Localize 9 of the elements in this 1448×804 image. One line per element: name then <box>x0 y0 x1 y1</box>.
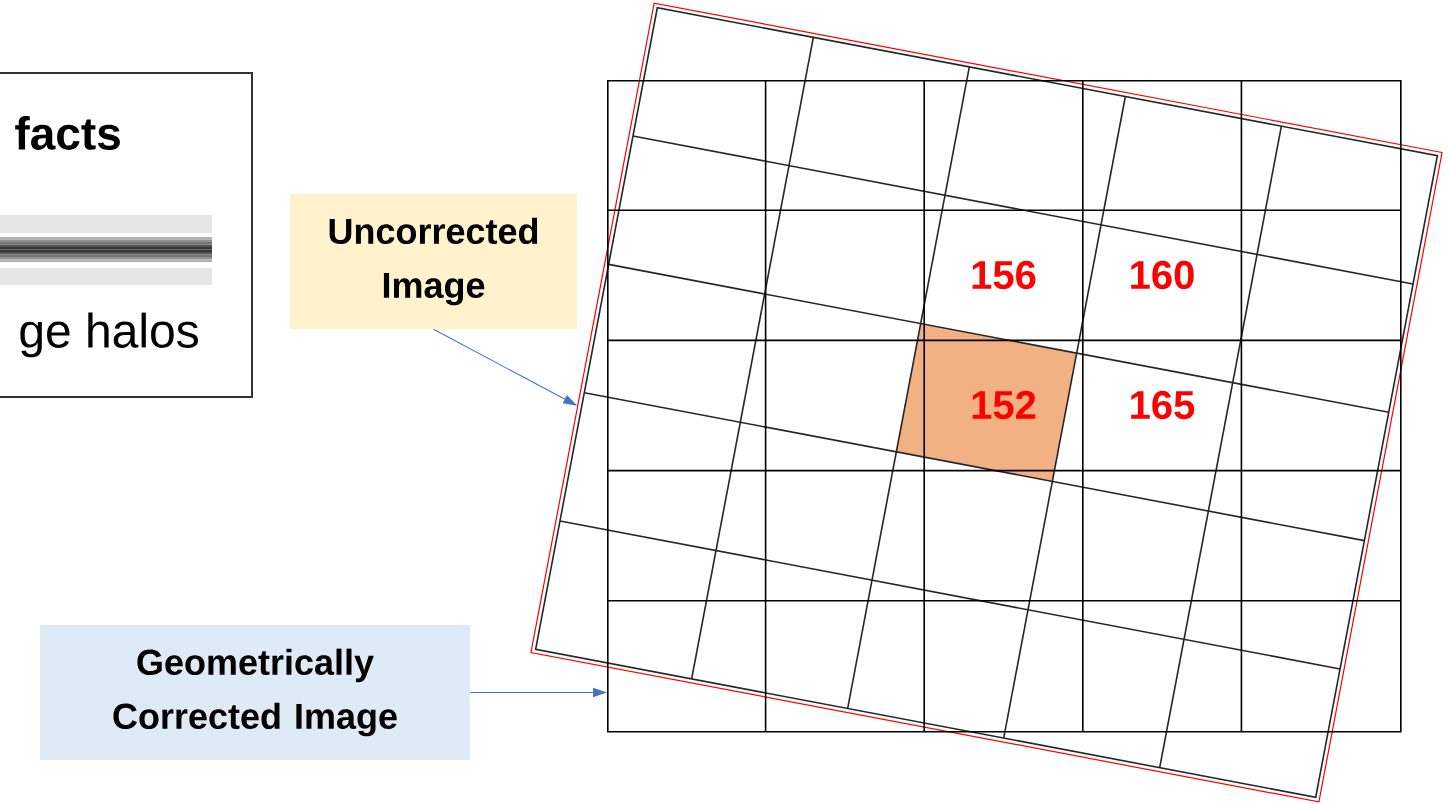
cell-value: 165 <box>1131 390 1195 420</box>
callout-box: Geometrically Corrected Image <box>40 625 470 760</box>
arrow <box>433 328 577 406</box>
callout-box: Uncorrected Image <box>290 194 577 329</box>
cell-value: 152 <box>972 390 1036 420</box>
arrow <box>469 688 606 697</box>
cropped-panel: facts ge halos <box>0 72 253 398</box>
cell-value: 160 <box>1131 260 1194 290</box>
cell-value: 156 <box>972 260 1036 290</box>
